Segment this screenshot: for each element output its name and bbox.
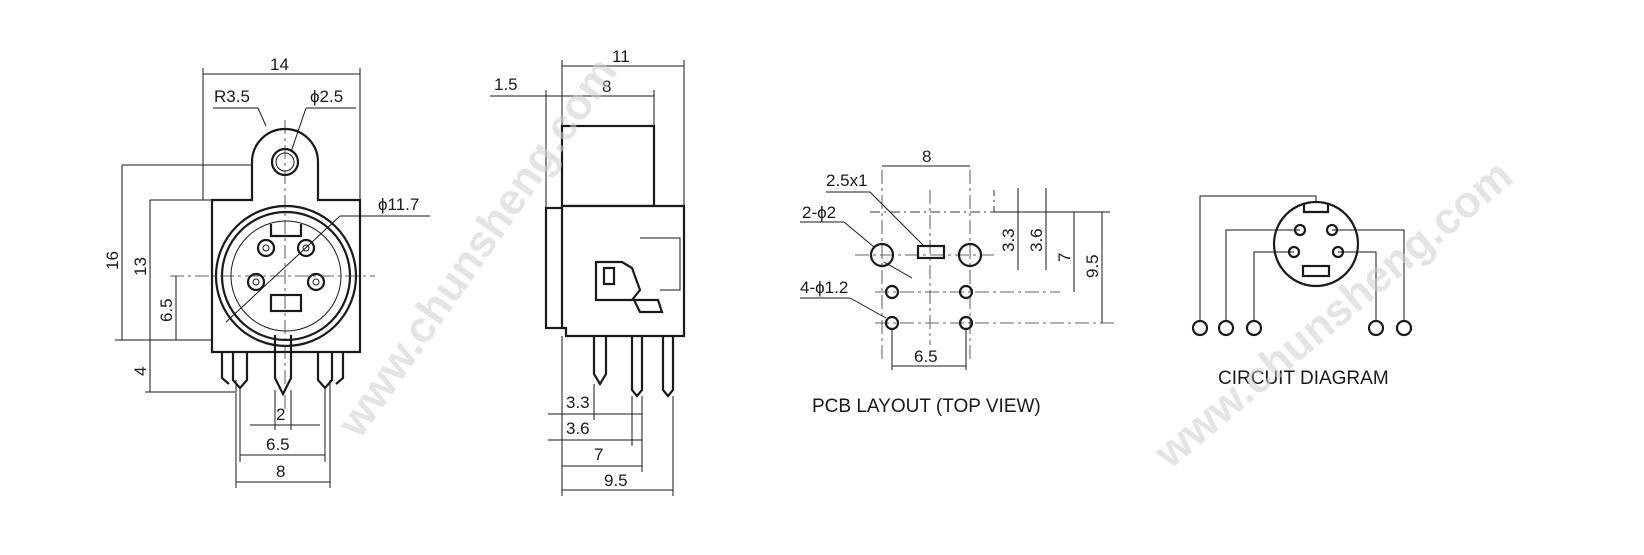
dim-side-pin-7: 7 — [594, 445, 603, 464]
circuit-terminal — [1395, 319, 1413, 337]
dim-pcb-v-36: 3.6 — [1027, 228, 1046, 252]
dim-front-height-total: 16 — [103, 251, 122, 270]
dim-front-body-diameter: ϕ11.7 — [378, 195, 419, 214]
dim-side-pin-36: 3.6 — [566, 419, 590, 438]
circuit-terminal — [1367, 319, 1385, 337]
pcb-layout: 8 2.5x1 2-ϕ2 4-ϕ1.2 6.5 3.3 3.6 7 9.5 PC… — [800, 147, 1115, 417]
dim-pcb-v-95: 9.5 — [1083, 254, 1102, 278]
dim-front-mount-hole: ϕ2.5 — [310, 87, 343, 106]
dim-pcb-v-7: 7 — [1055, 253, 1074, 262]
dim-pcb-slot: 2.5x1 — [826, 171, 868, 190]
dim-front-height-body: 13 — [131, 257, 150, 276]
front-pin-hole — [306, 272, 326, 292]
dim-side-depth-body: 8 — [602, 77, 611, 96]
circuit-diagram-title: CIRCUIT DIAGRAM — [1218, 368, 1389, 389]
pcb-slot — [916, 244, 946, 260]
side-body-lower — [560, 204, 686, 338]
front-body-outline — [210, 127, 362, 354]
dim-front-pin-span-outer: 8 — [276, 462, 285, 481]
front-pin-hole — [256, 238, 276, 258]
dim-side-depth-total: 11 — [612, 47, 630, 66]
side-view: 11 8 1.5 3.3 3.6 7 9.5 — [490, 47, 686, 496]
dim-front-radius: R3.5 — [214, 87, 250, 106]
dim-side-pin-95: 9.5 — [604, 471, 628, 490]
circuit-terminal — [1245, 319, 1263, 337]
dim-front-center-height: 6.5 — [157, 298, 176, 322]
dim-pcb-bottom-span: 6.5 — [914, 347, 938, 366]
pcb-layout-title: PCB LAYOUT (TOP VIEW) — [812, 396, 1041, 417]
dim-pcb-pin-holes: 4-ϕ1.2 — [800, 278, 848, 297]
pcb-mount-hole — [869, 242, 895, 268]
dim-side-flange: 1.5 — [494, 75, 518, 94]
front-socket-ring — [214, 204, 358, 348]
dim-front-pin-length: 4 — [131, 367, 150, 376]
dim-pcb-top-span: 8 — [922, 147, 931, 166]
dim-front-width: 14 — [270, 55, 289, 74]
dim-side-pin-33: 3.3 — [566, 393, 590, 412]
dim-pcb-mount-holes: 2-ϕ2 — [802, 203, 836, 222]
dim-pcb-v-33: 3.3 — [999, 228, 1018, 252]
dim-front-pin-span-inner: 6.5 — [266, 435, 290, 454]
watermark-right: www.chunsheng.com — [1144, 150, 1521, 478]
dim-front-center-pin: 2 — [276, 405, 285, 424]
circuit-diagram: CIRCUIT DIAGRAM — [1191, 195, 1413, 389]
circuit-terminal — [1217, 319, 1235, 337]
pcb-mount-hole — [957, 242, 983, 268]
front-pin-hole — [246, 272, 266, 292]
circuit-terminal — [1191, 319, 1209, 337]
front-view: 14 R3.5 ϕ2.5 ϕ11.7 16 13 6.5 4 2 6.5 — [103, 55, 430, 488]
front-pin-hole — [296, 238, 316, 258]
